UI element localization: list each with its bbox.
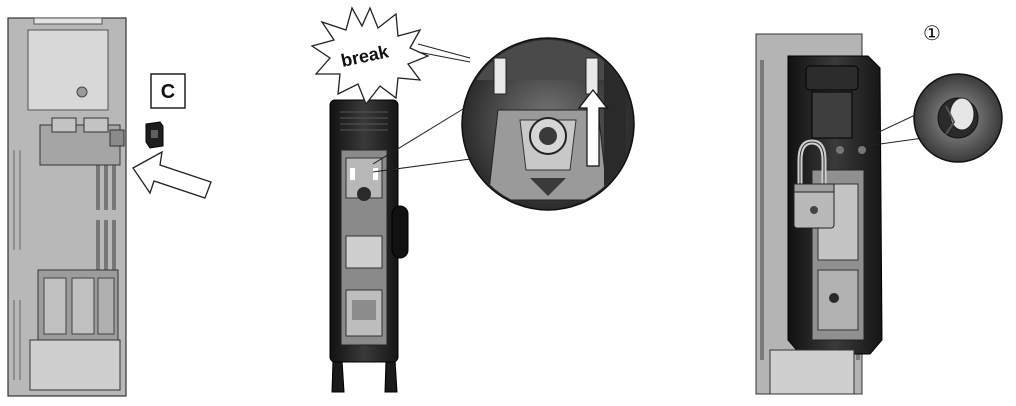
step-label-box: C (151, 74, 185, 108)
panel-3-padlocked (756, 34, 882, 394)
callout-number-label: ① (923, 21, 941, 45)
lock-insert-part (146, 122, 163, 148)
zoom-detail-circle-2 (914, 74, 1002, 162)
panel-2-handle (330, 100, 408, 392)
insert-arrow-icon (133, 152, 211, 198)
zoom-detail-circle (462, 38, 634, 210)
step-label-text: C (161, 81, 175, 103)
break-starburst: break (312, 8, 470, 104)
panel-1-fuse-base (8, 18, 126, 396)
